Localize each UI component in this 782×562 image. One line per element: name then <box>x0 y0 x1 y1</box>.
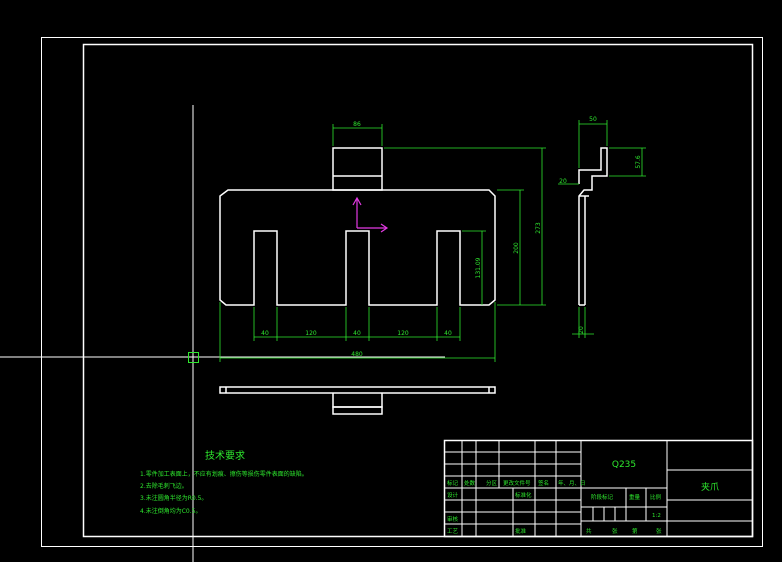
tb-scale-value: 1:2 <box>652 513 661 519</box>
title-block[interactable] <box>443 439 754 538</box>
tb-mark: 标记 <box>447 479 459 487</box>
dim-gap-right: 40 <box>444 330 452 337</box>
tb-sheet-unit: 张 <box>612 527 618 535</box>
side-view-dimensions <box>558 120 646 338</box>
tb-signature: 签名 <box>538 479 549 487</box>
tb-count: 处数 <box>464 479 476 487</box>
tb-approve: 批准 <box>515 527 527 535</box>
tb-stage-mark: 阶段标记 <box>591 493 614 501</box>
tb-sheet-no: 第 <box>632 527 638 535</box>
tb-process: 工艺 <box>447 528 459 535</box>
drawing-outer-frame <box>41 37 763 547</box>
tb-sheet-total: 共 <box>586 527 592 535</box>
tb-ratio: 比例 <box>650 493 662 501</box>
tb-weight: 重量 <box>629 493 641 501</box>
tech-req-item: 2.去除毛刺飞边。 <box>140 482 188 490</box>
crosshair-cursor[interactable] <box>0 105 445 562</box>
tech-req-title: 技术要求 <box>205 449 245 462</box>
tech-req-item: 4.未注倒角均为C0.5。 <box>140 507 201 515</box>
title-block-text: Q235 夹爪 标记 处数 分区 更改文件号 签名 年、月、日 设计 标准化 审… <box>447 460 719 535</box>
dim-gap-left: 40 <box>261 330 269 337</box>
dim-span-right: 120 <box>397 330 409 337</box>
dim-gap-mid: 40 <box>353 330 361 337</box>
dim-height-mid: 200 <box>513 242 520 254</box>
tb-designer: 设计 <box>447 491 459 499</box>
dim-span-left: 120 <box>305 330 317 337</box>
ucs-axes-icon <box>352 196 389 233</box>
dim-overall-width: 480 <box>351 351 363 358</box>
front-view-dim-labels: 86 273 200 131.09 40 120 40 120 40 480 <box>261 121 542 358</box>
dim-height-outer: 273 <box>535 222 542 234</box>
material-label: Q235 <box>612 460 636 470</box>
dim-side-left: 20 <box>559 178 567 185</box>
side-view[interactable] <box>578 147 608 306</box>
top-view[interactable] <box>219 386 496 415</box>
drawing-inner-border <box>82 43 754 538</box>
tb-change-no: 更改文件号 <box>503 479 531 487</box>
tb-date: 年、月、日 <box>558 479 586 487</box>
front-view[interactable] <box>219 147 496 306</box>
tb-standardize: 标准化 <box>515 491 532 499</box>
dim-side-bottom: 20 <box>578 326 585 334</box>
part-name: 夹爪 <box>701 481 719 493</box>
tb-sheet-unit2: 张 <box>656 527 662 535</box>
dim-slot-depth: 131.09 <box>475 257 482 278</box>
dim-side-right: 57.6 <box>635 155 642 169</box>
front-view-dimensions <box>219 124 546 362</box>
tech-req-item: 1.零件加工表面上，不应有划痕、擦伤等损伤零件表面的缺陷。 <box>140 470 308 478</box>
tb-zone: 分区 <box>486 479 498 487</box>
tech-req-item: 3.未注圆角半径为R0.5。 <box>140 494 207 502</box>
side-view-dim-labels: 50 57.6 20 20 <box>559 116 642 334</box>
technical-requirements: 技术要求 1.零件加工表面上，不应有划痕、擦伤等损伤零件表面的缺陷。 2.去除毛… <box>140 449 308 515</box>
dim-side-top: 50 <box>589 116 597 123</box>
tb-review: 审核 <box>447 515 459 523</box>
dim-top-tab-width: 86 <box>353 121 361 128</box>
